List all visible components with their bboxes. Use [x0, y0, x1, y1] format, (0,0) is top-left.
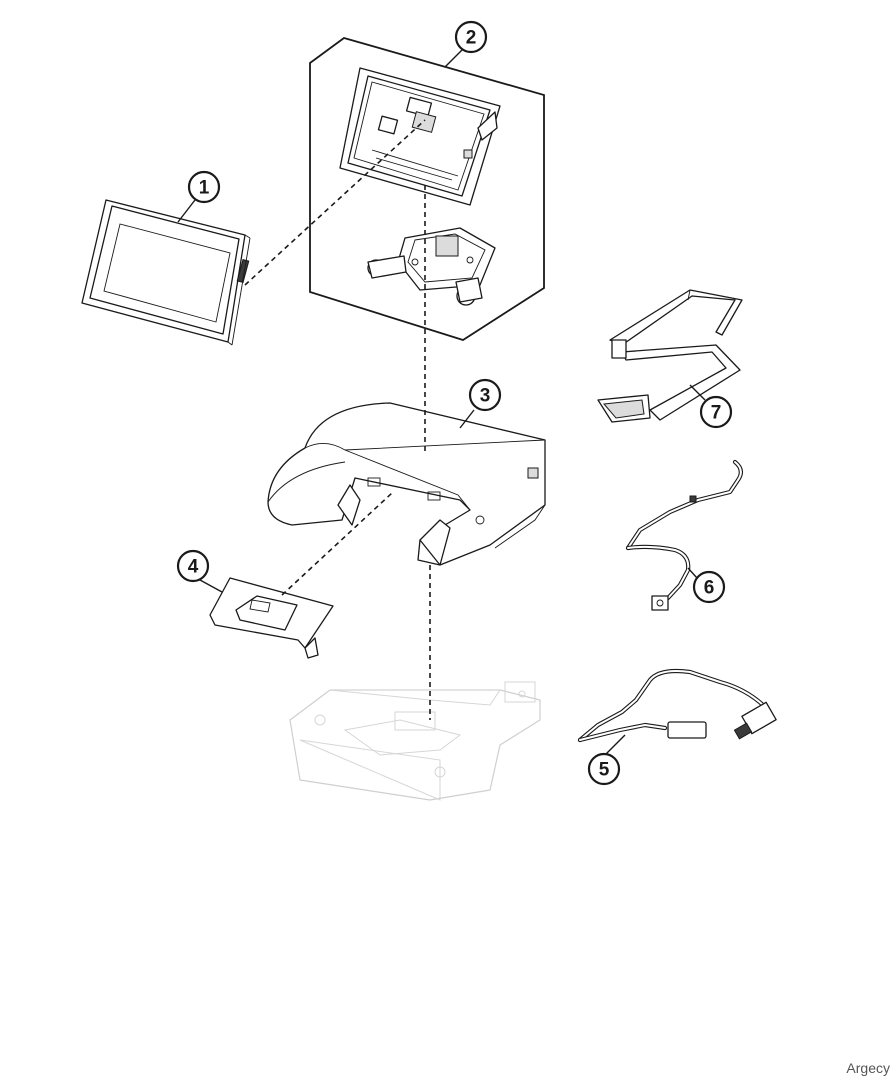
- ribbon-cable: [597, 289, 743, 423]
- mounting-plate: [209, 577, 334, 659]
- alignment-line-1-2: [244, 119, 426, 286]
- watermark: Argecy: [846, 1060, 890, 1076]
- callout-4-label: 4: [188, 557, 199, 578]
- callout-3-label: 3: [480, 386, 491, 407]
- base-chassis-ghost: [289, 681, 541, 801]
- control-panel-housing: [339, 67, 501, 206]
- hinge-bracket: [367, 227, 496, 306]
- callout-7-label: 7: [711, 403, 722, 424]
- callout-5-label: 5: [599, 760, 610, 781]
- cable-harness-6: [625, 459, 743, 611]
- alignment-line-3-4: [281, 492, 393, 596]
- callout-5: 5: [587, 752, 621, 786]
- callout-2: 2: [454, 20, 488, 54]
- callout-4: 4: [176, 549, 210, 583]
- panel-cover: [267, 402, 546, 566]
- callout-7: 7: [699, 395, 733, 429]
- callout-6: 6: [692, 570, 726, 604]
- assembly-group-box: [309, 37, 545, 341]
- callout-2-label: 2: [466, 28, 477, 49]
- touchscreen-display: [81, 199, 251, 346]
- callout-1: 1: [187, 170, 221, 204]
- callout-3: 3: [468, 378, 502, 412]
- cable-harness-5: [577, 668, 777, 743]
- callout-6-label: 6: [704, 578, 715, 599]
- callout-1-label: 1: [199, 178, 210, 199]
